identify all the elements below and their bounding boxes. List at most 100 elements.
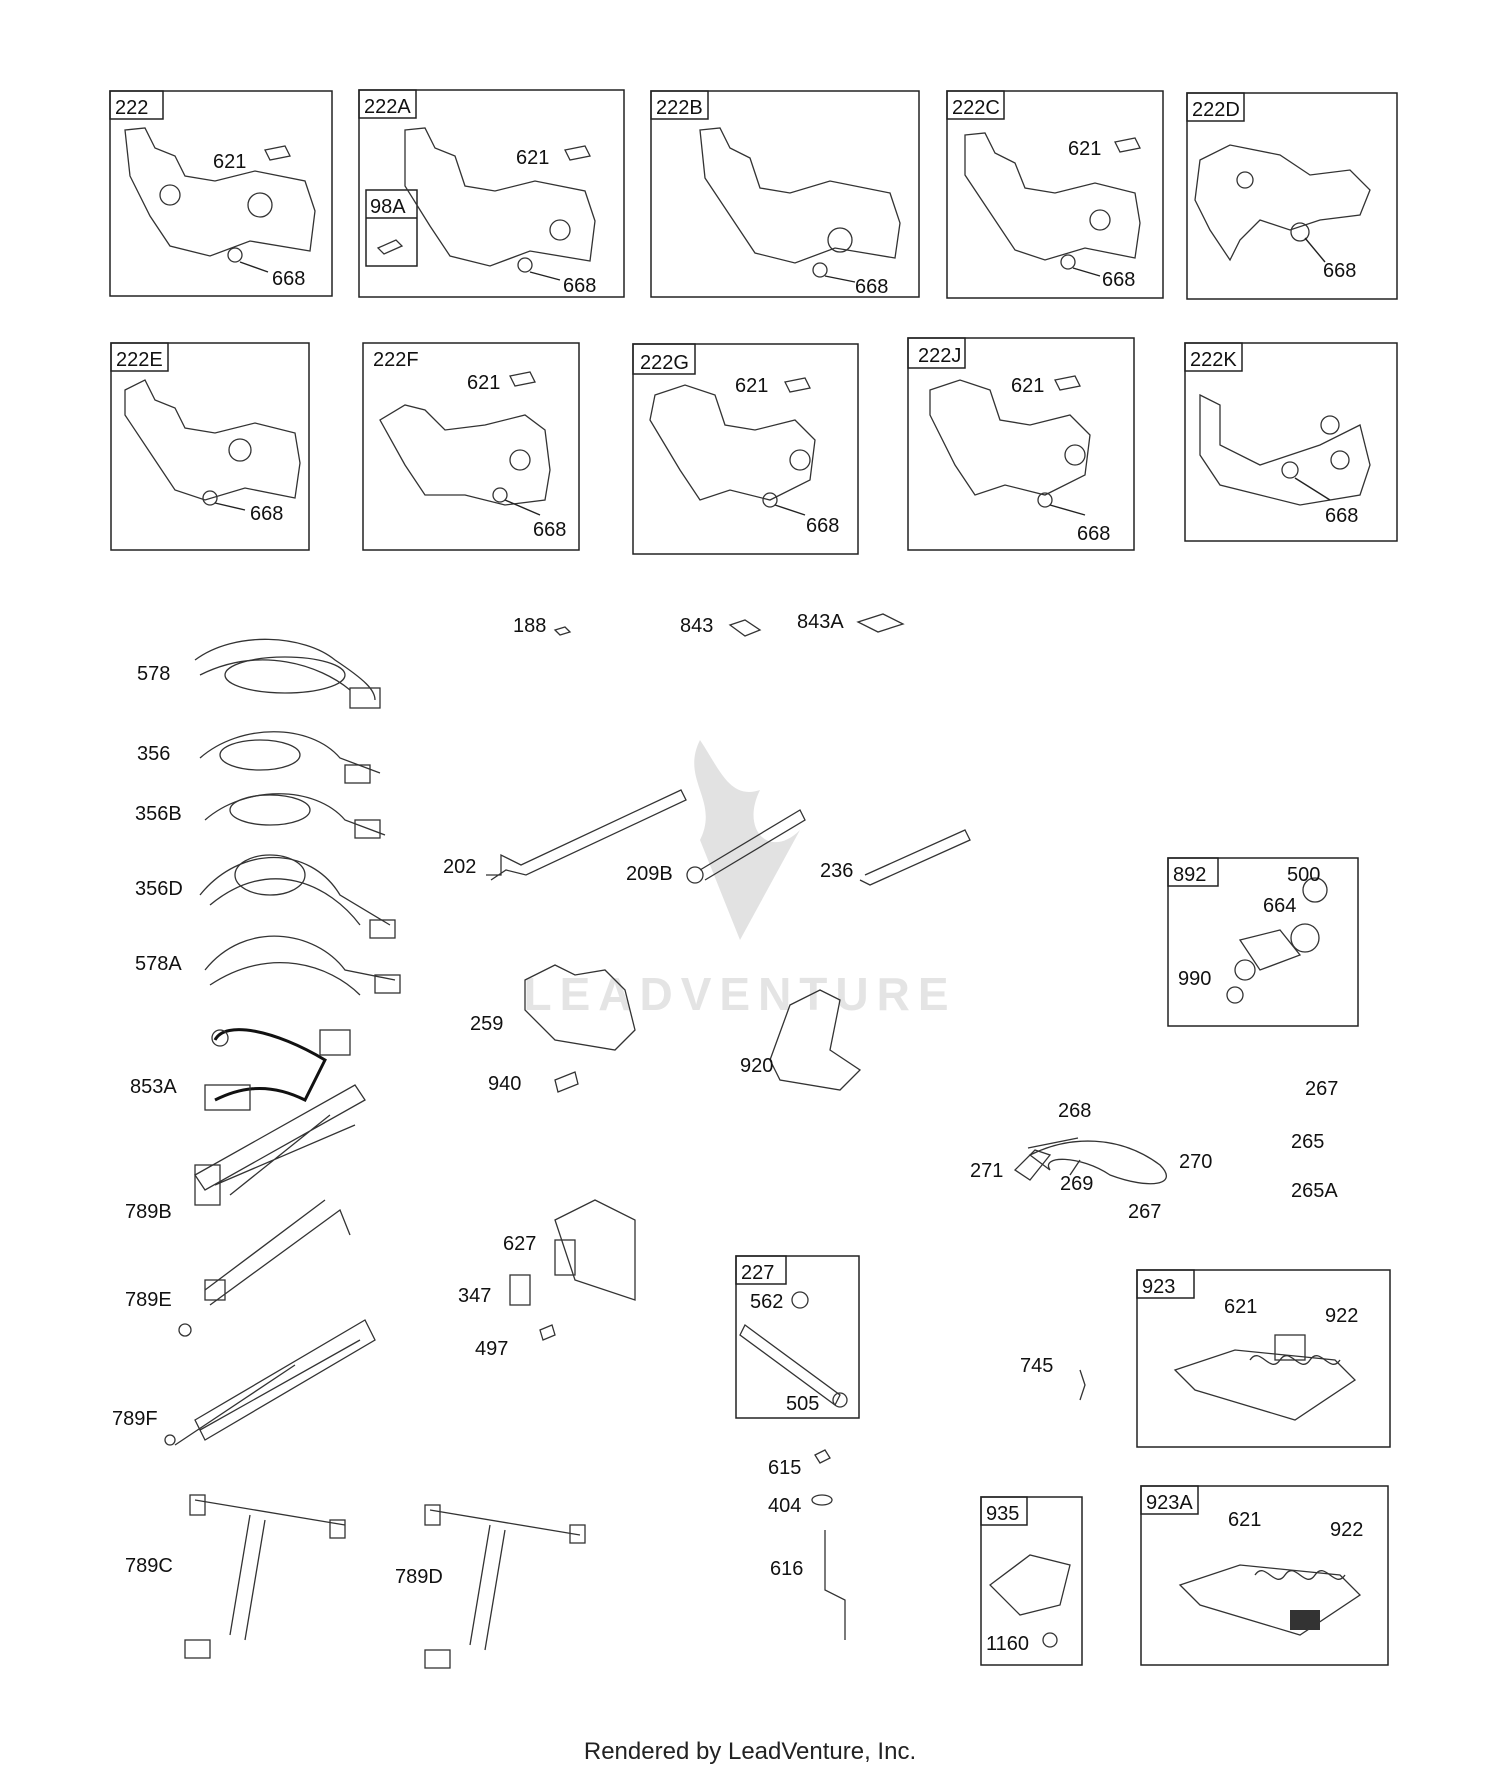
part-label: 1160 bbox=[986, 1633, 1029, 1655]
assembly-box-222K[interactable]: 222K 668 bbox=[1184, 342, 1398, 542]
part-label-578: 578 bbox=[137, 663, 170, 685]
part-label: 621 bbox=[467, 372, 500, 394]
control-box-923A[interactable]: 923A 621 922 bbox=[1140, 1485, 1389, 1666]
box-label: 923 bbox=[1142, 1276, 1175, 1298]
part-label: 621 bbox=[516, 147, 549, 169]
part-label: 621 bbox=[213, 151, 246, 173]
footer-credit: Rendered by LeadVenture, Inc. bbox=[583, 1738, 917, 1765]
part-label: 668 bbox=[1102, 269, 1135, 291]
assembly-box-222[interactable]: 222 621 668 bbox=[109, 90, 333, 297]
part-label-615: 615 bbox=[768, 1457, 801, 1479]
box-label: 222E bbox=[116, 349, 163, 371]
part-label-188: 188 bbox=[513, 615, 546, 637]
assembly-box-222E[interactable]: 222E 668 bbox=[110, 342, 310, 551]
control-box-923[interactable]: 923 621 922 bbox=[1136, 1269, 1391, 1448]
part-label: 621 bbox=[735, 375, 768, 397]
part-label-356D: 356D bbox=[135, 878, 183, 900]
box-label: 222D bbox=[1192, 99, 1240, 121]
box-label: 222A bbox=[364, 96, 411, 118]
part-label-404: 404 bbox=[768, 1495, 801, 1517]
part-label-789E: 789E bbox=[125, 1289, 172, 1311]
part-label-271: 271 bbox=[970, 1160, 1003, 1182]
part-label-843A: 843A bbox=[797, 611, 844, 633]
part-label-236: 236 bbox=[820, 860, 853, 882]
part-label-356B: 356B bbox=[135, 803, 182, 825]
part-label: 621 bbox=[1011, 375, 1044, 397]
box-label: 227 bbox=[741, 1262, 774, 1284]
part-label: 990 bbox=[1178, 968, 1211, 990]
part-label: 668 bbox=[855, 276, 888, 298]
part-label-578A: 578A bbox=[135, 953, 182, 975]
parts-diagram: LEADVENTURE 222 621 668 222A 98A 621 668… bbox=[109, 89, 1398, 1669]
box-label: 935 bbox=[986, 1503, 1019, 1525]
part-label-497: 497 bbox=[475, 1338, 508, 1360]
harness-column bbox=[164, 638, 586, 1669]
center-parts bbox=[486, 613, 971, 1341]
box-label: 222C bbox=[952, 97, 1000, 119]
cable-parts bbox=[1013, 1137, 1167, 1185]
part-label-789B: 789B bbox=[125, 1201, 172, 1223]
sub-box-label: 98A bbox=[370, 196, 406, 218]
part-label: 621 bbox=[1224, 1296, 1257, 1318]
watermark: LEADVENTURE bbox=[523, 740, 956, 1020]
part-label: 668 bbox=[272, 268, 305, 290]
part-label: 668 bbox=[563, 275, 596, 297]
part-label-265: 265 bbox=[1291, 1131, 1324, 1153]
assembly-box-222F[interactable]: 222F 621 668 bbox=[362, 342, 580, 551]
part-label-789F: 789F bbox=[112, 1408, 158, 1430]
part-label: 668 bbox=[250, 503, 283, 525]
box-label: 892 bbox=[1173, 864, 1206, 886]
part-label: 668 bbox=[1077, 523, 1110, 545]
part-label: 621 bbox=[1228, 1509, 1261, 1531]
part-label-853A: 853A bbox=[130, 1076, 177, 1098]
part-label-267: 267 bbox=[1128, 1201, 1161, 1223]
assembly-box-222A[interactable]: 222A 98A 621 668 bbox=[358, 89, 625, 298]
governor-box-227[interactable]: 227 562 505 bbox=[735, 1255, 860, 1419]
part-label: 664 bbox=[1263, 895, 1296, 917]
part-label-616: 616 bbox=[770, 1558, 803, 1580]
assembly-box-222G[interactable]: 222G 621 668 bbox=[632, 343, 859, 555]
part-label-940: 940 bbox=[488, 1073, 521, 1095]
part-label: 621 bbox=[1068, 138, 1101, 160]
part-label-356: 356 bbox=[137, 743, 170, 765]
part-label-270: 270 bbox=[1179, 1151, 1212, 1173]
part-label-843: 843 bbox=[680, 615, 713, 637]
part-label-920: 920 bbox=[740, 1055, 773, 1077]
part-label-268: 268 bbox=[1058, 1100, 1091, 1122]
bracket-box-935[interactable]: 935 1160 bbox=[980, 1496, 1083, 1666]
part-label-627: 627 bbox=[503, 1233, 536, 1255]
part-label-259: 259 bbox=[470, 1013, 503, 1035]
box-label: 222G bbox=[640, 352, 689, 374]
ignition-switch-box-892[interactable]: 892 500 664 990 bbox=[1167, 857, 1359, 1027]
part-label-209B: 209B bbox=[626, 863, 673, 885]
assembly-box-222D[interactable]: 222D 668 bbox=[1186, 92, 1398, 300]
box-label: 222F bbox=[373, 349, 419, 371]
box-label: 222K bbox=[1190, 349, 1237, 371]
part-label: 505 bbox=[786, 1393, 819, 1415]
part-label-202: 202 bbox=[443, 856, 476, 878]
part-label: 668 bbox=[1325, 505, 1358, 527]
assembly-box-222C[interactable]: 222C 621 668 bbox=[946, 90, 1164, 299]
standalone-part-labels: 578 356 356B 356D 578A 853A 789B 789E 789F 789C 78… bbox=[112, 611, 1338, 1588]
bottom-center-parts bbox=[811, 1369, 1086, 1640]
assembly-box-222J[interactable]: 222J 621 668 bbox=[907, 337, 1135, 551]
part-label: 562 bbox=[750, 1291, 783, 1313]
part-label: 500 bbox=[1287, 864, 1320, 886]
part-label: 668 bbox=[1323, 260, 1356, 282]
part-label-265A: 265A bbox=[1291, 1180, 1338, 1202]
part-label-267: 267 bbox=[1305, 1078, 1338, 1100]
part-label: 922 bbox=[1325, 1305, 1358, 1327]
box-label: 222J bbox=[918, 345, 961, 367]
assembly-box-222B[interactable]: 222B 668 bbox=[650, 90, 920, 298]
part-label-789C: 789C bbox=[125, 1555, 173, 1577]
watermark-text: LEADVENTURE bbox=[523, 968, 956, 1020]
part-label: 922 bbox=[1330, 1519, 1363, 1541]
part-label: 668 bbox=[806, 515, 839, 537]
part-label-347: 347 bbox=[458, 1285, 491, 1307]
box-label: 222 bbox=[115, 97, 148, 119]
part-label-745: 745 bbox=[1020, 1355, 1053, 1377]
part-label-269: 269 bbox=[1060, 1173, 1093, 1195]
box-label: 222B bbox=[656, 97, 703, 119]
box-label: 923A bbox=[1146, 1492, 1193, 1514]
part-label-789D: 789D bbox=[395, 1566, 443, 1588]
